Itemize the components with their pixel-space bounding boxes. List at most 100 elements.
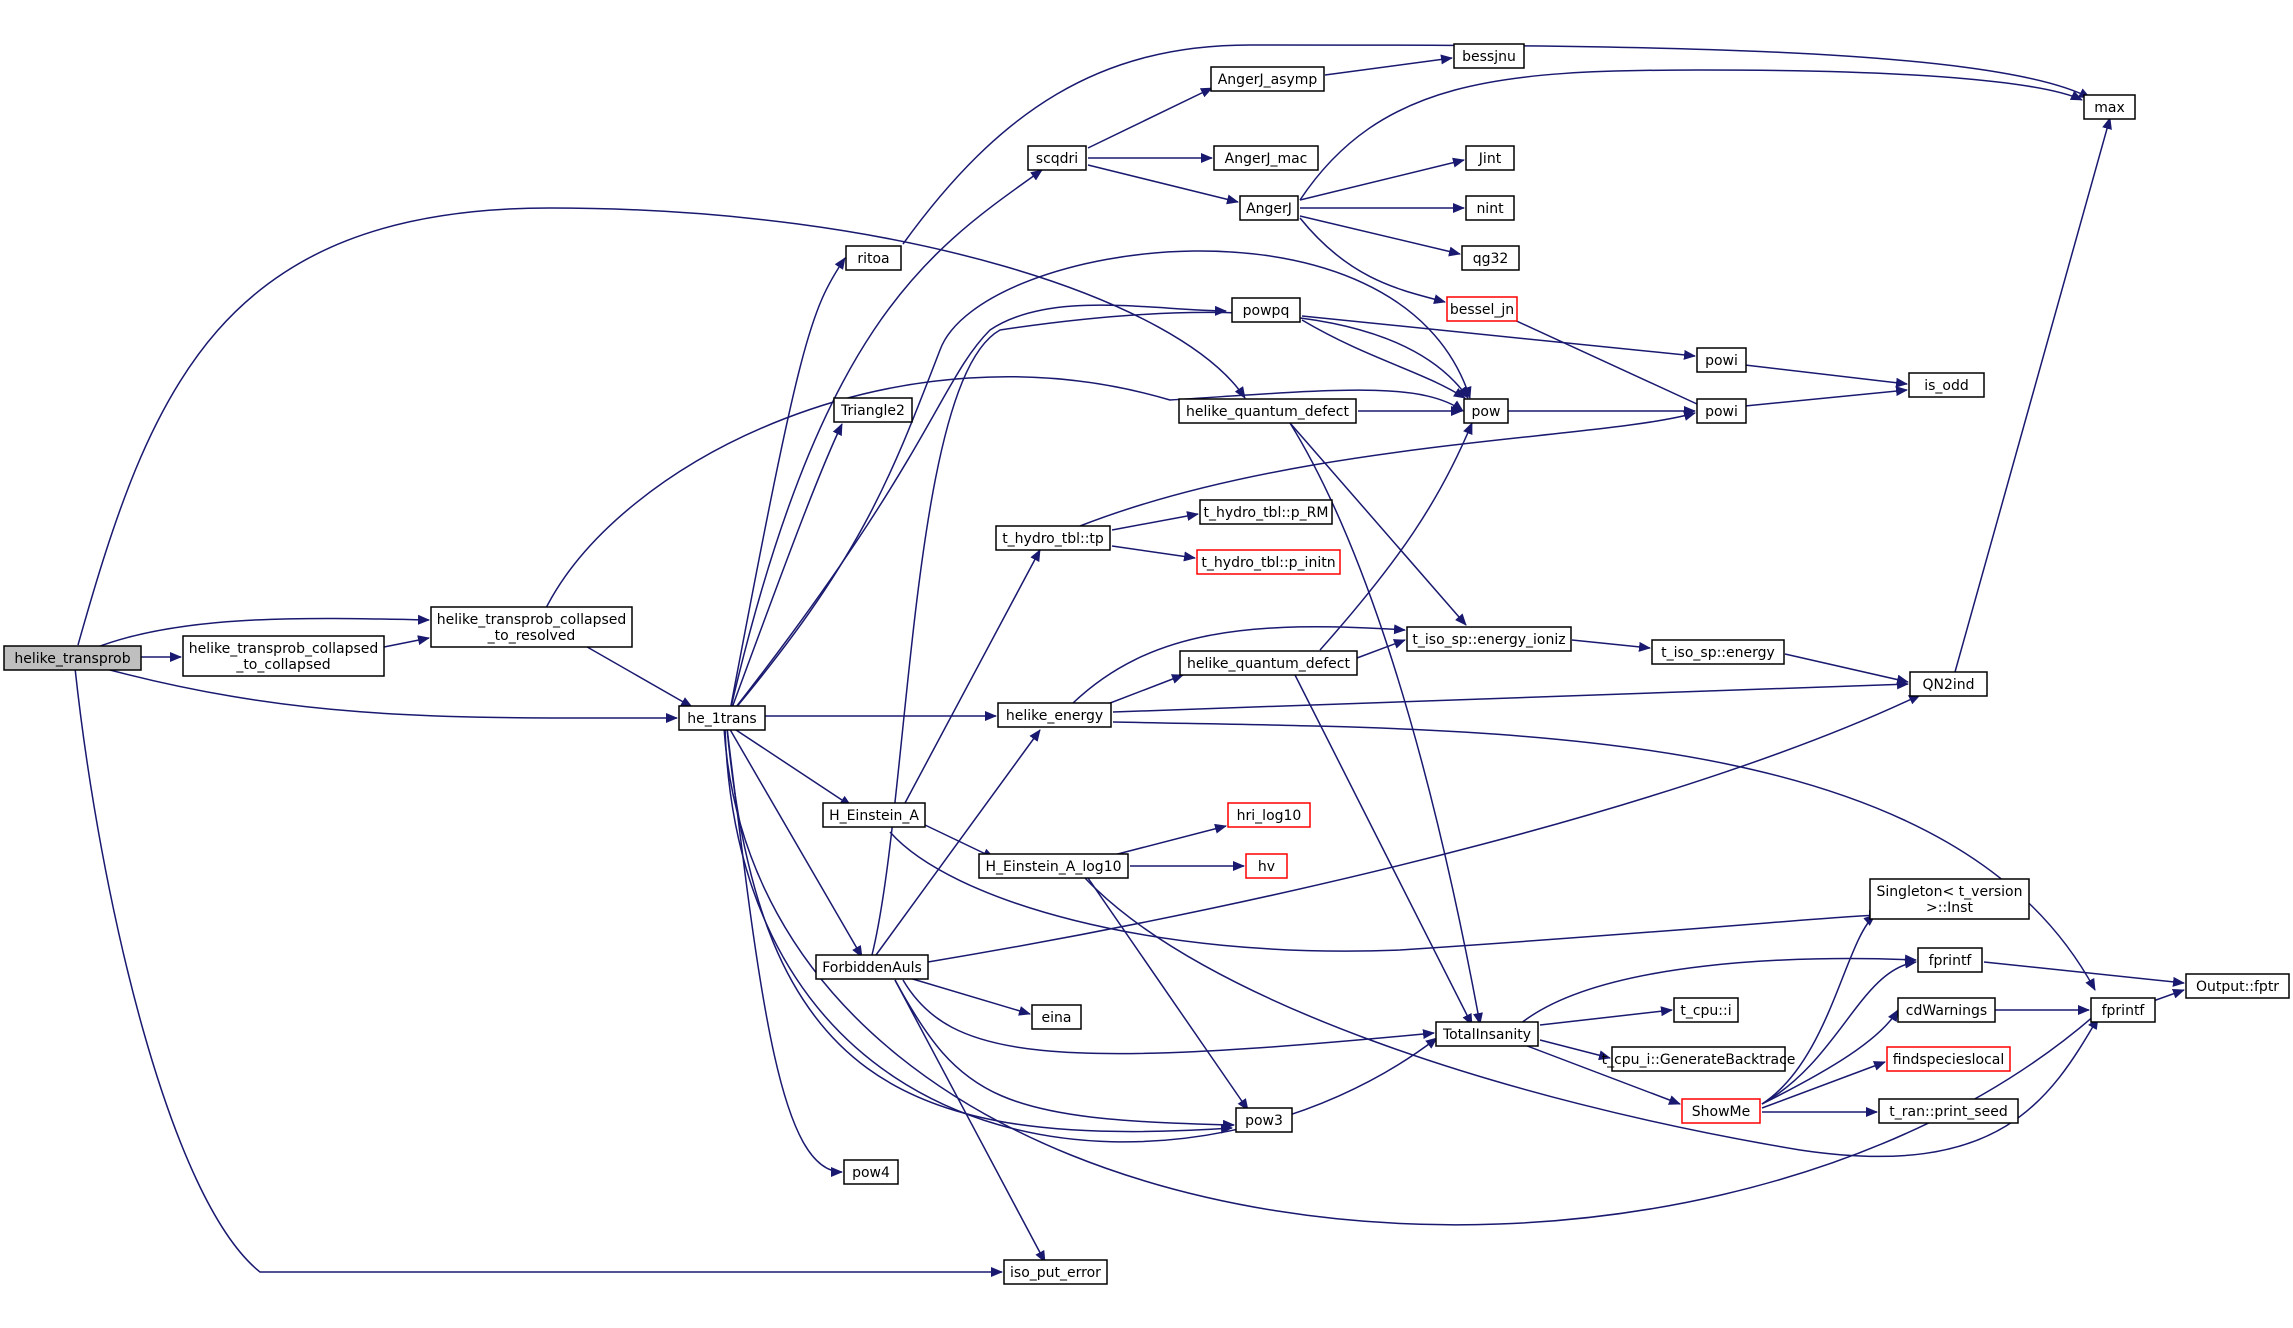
node-tran-printseed[interactable]: t_ran::print_seed <box>1878 1098 2019 1124</box>
edge <box>1571 639 1651 652</box>
node-fprintf-b[interactable]: fprintf <box>2090 997 2156 1023</box>
edge <box>1983 961 2185 987</box>
node-nint[interactable]: nint <box>1465 195 1515 221</box>
edge <box>902 979 1435 1055</box>
edge <box>726 727 1233 1134</box>
edge <box>77 207 1246 646</box>
node-tiso-energy-ioniz[interactable]: t_iso_sp::energy_ioniz <box>1406 626 1572 652</box>
node-fprintf-a[interactable]: fprintf <box>1917 947 1983 973</box>
edge <box>1111 511 1199 531</box>
node-h-einstein-a[interactable]: H_Einstein_A <box>822 802 926 828</box>
edge <box>875 729 1041 956</box>
node-label: eina <box>1042 1010 1072 1026</box>
edge <box>1539 1006 1673 1026</box>
node-box <box>430 606 633 648</box>
node-thydro-prm[interactable]: t_hydro_tbl::p_RM <box>1199 499 1333 525</box>
node-angerj-asymp[interactable]: AngerJ_asymp <box>1210 66 1325 92</box>
edge <box>1111 545 1196 562</box>
edge <box>1087 877 1249 1111</box>
node-eina[interactable]: eina <box>1031 1004 1082 1030</box>
node-qn2ind[interactable]: QN2ind <box>1909 671 1988 697</box>
node-pow4[interactable]: pow4 <box>843 1159 899 1185</box>
node-tcpu-backtrace[interactable]: t_cpu_i::GenerateBacktrace <box>1602 1046 1796 1072</box>
node-helike-energy[interactable]: helike_energy <box>997 702 1112 728</box>
node-label: he_1trans <box>687 711 756 727</box>
node-hv[interactable]: hv <box>1245 853 1288 879</box>
node-tcpu-i[interactable]: t_cpu::i <box>1673 997 1739 1023</box>
node-powi-b[interactable]: powi <box>1696 398 1747 424</box>
edge <box>1519 954 1917 1025</box>
node-output-fptr[interactable]: Output::fptr <box>2185 973 2290 999</box>
node-box <box>1245 853 1288 879</box>
node-hqd-a[interactable]: helike_quantum_defect <box>1178 398 1357 424</box>
node-label: findspecieslocal <box>1893 1052 2005 1068</box>
node-hri-log10[interactable]: hri_log10 <box>1227 802 1311 828</box>
node-hqd-b[interactable]: helike_quantum_defect <box>1179 650 1358 676</box>
node-cdwarnings[interactable]: cdWarnings <box>1897 997 1996 1023</box>
node-bessjnu[interactable]: bessjnu <box>1453 43 1525 69</box>
node-label: QN2ind <box>1922 677 1974 693</box>
edge <box>1784 653 1909 685</box>
edge <box>729 725 852 807</box>
edge <box>728 250 1472 717</box>
node-pow[interactable]: pow <box>1463 398 1509 424</box>
node-box <box>1210 66 1325 92</box>
node-findspecieslocal[interactable]: findspecieslocal <box>1886 1046 2011 1072</box>
node-showme[interactable]: ShowMe <box>1681 1098 1761 1124</box>
edge <box>1356 639 1406 659</box>
node-forbiddenauls[interactable]: ForbiddenAuls <box>815 954 929 980</box>
node-tiso-energy[interactable]: t_iso_sp::energy <box>1651 639 1785 665</box>
node-box <box>2185 973 2290 999</box>
node-helike-transprob[interactable]: helike_transprob <box>3 645 142 671</box>
node-powi-a[interactable]: powi <box>1696 347 1747 373</box>
node-label: t_cpu_i::GenerateBacktrace <box>1602 1052 1796 1068</box>
node-label: cdWarnings <box>1906 1003 1987 1019</box>
edge <box>574 639 693 708</box>
node-singleton-inst[interactable]: Singleton< t_version >::Inst <box>1869 878 2030 920</box>
node-box <box>182 635 385 677</box>
edge <box>74 667 1003 1277</box>
edge <box>905 976 1031 1016</box>
node-angerj[interactable]: AngerJ <box>1239 195 1299 221</box>
node-is-odd[interactable]: is_odd <box>1908 372 1985 398</box>
edge <box>904 549 1041 804</box>
node-pow3[interactable]: pow3 <box>1235 1107 1293 1133</box>
node-triangle2[interactable]: Triangle2 <box>833 397 913 423</box>
node-thydro-tp[interactable]: t_hydro_tbl::tp <box>995 525 1111 551</box>
node-iso-put-error[interactable]: iso_put_error <box>1003 1259 1108 1285</box>
node-label: fprintf <box>2102 1003 2146 1019</box>
edge <box>1761 914 1876 1105</box>
node-qg32[interactable]: qg32 <box>1461 245 1520 271</box>
node-ritoa[interactable]: ritoa <box>845 245 902 271</box>
node-totalinsanity[interactable]: TotalInsanity <box>1435 1021 1539 1047</box>
node-thydro-pinitn[interactable]: t_hydro_tbl::p_initn <box>1196 549 1341 575</box>
edge <box>1761 1061 1886 1109</box>
node-box <box>995 525 1111 551</box>
edge <box>1072 624 1406 704</box>
node-max[interactable]: max <box>2083 94 2136 120</box>
node-h-einstein-a-log10[interactable]: H_Einstein_A_log10 <box>978 853 1129 879</box>
node-label: helike_transprob <box>14 651 130 667</box>
edge <box>1301 315 1696 360</box>
node-label: H_Einstein_A_log10 <box>985 859 1121 875</box>
node-angerj-mac[interactable]: AngerJ_mac <box>1213 145 1319 171</box>
node-label: is_odd <box>1924 378 1969 394</box>
edge <box>1744 364 1908 388</box>
node-box <box>1461 245 1520 271</box>
node-label: qg32 <box>1473 251 1509 267</box>
node-label: t_iso_sp::energy <box>1661 645 1775 661</box>
node-hl-tp-c2r[interactable]: helike_transprob_collapsed_to_resolved <box>430 606 633 648</box>
node-label: Output::fptr <box>2196 979 2279 995</box>
node-label: _to_collapsed <box>235 657 330 673</box>
node-bessel-jn[interactable]: bessel_jn <box>1446 296 1518 322</box>
node-powpq[interactable]: powpq <box>1231 297 1301 323</box>
node-box <box>1446 296 1518 322</box>
node-he-1trans[interactable]: he_1trans <box>678 705 766 731</box>
node-hl-tp-c2c[interactable]: helike_transprob_collapsed_to_collapsed <box>182 635 385 677</box>
node-label: t_hydro_tbl::p_initn <box>1201 555 1335 571</box>
node-box <box>1878 1098 2019 1124</box>
node-jint[interactable]: Jint <box>1465 145 1515 171</box>
node-label: t_hydro_tbl::tp <box>1002 531 1104 547</box>
node-scqdri[interactable]: scqdri <box>1027 145 1087 171</box>
node-label: iso_put_error <box>1010 1265 1101 1281</box>
